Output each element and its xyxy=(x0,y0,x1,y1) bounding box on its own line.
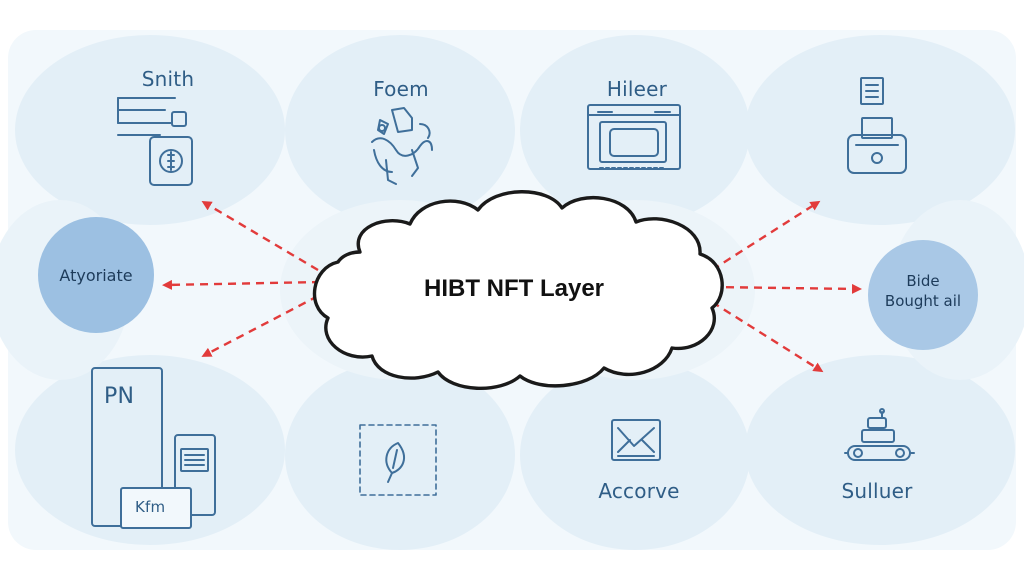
atyoriate-badge xyxy=(38,217,154,333)
printer-icon xyxy=(847,77,907,174)
arrow-to-pn xyxy=(201,294,319,357)
document-wallet-icon xyxy=(117,97,193,186)
bide-text: Bide Bought ail xyxy=(868,271,978,312)
sulluer-label: Sulluer xyxy=(841,479,913,503)
hibt-nft-layer-title: HIBT NFT Layer xyxy=(423,275,605,302)
kfm-label: Kfm xyxy=(135,498,166,516)
bide-badge xyxy=(868,240,978,350)
leaf-frame-icon xyxy=(359,424,437,496)
hand-sketch-icon xyxy=(371,107,433,185)
document-stack-icon xyxy=(91,367,216,529)
arrow-to-atyoriate xyxy=(162,279,321,290)
hileer-label: Hileer xyxy=(606,77,668,101)
smith-label: Snith xyxy=(141,67,195,91)
arrow-to-bide xyxy=(711,283,862,294)
foem-label: Foem xyxy=(373,77,429,101)
pn-label: PN xyxy=(104,384,135,409)
arrow-to-sulluer xyxy=(711,300,824,373)
bide-line1: Bide xyxy=(906,272,940,290)
bide-line2: Bought ail xyxy=(884,292,962,311)
mail-frame-icon xyxy=(611,419,661,461)
accorve-label: Accorve xyxy=(598,479,680,503)
arrow-to-printer xyxy=(711,200,821,272)
conveyor-robot-icon xyxy=(844,408,915,461)
atyoriate-label: Atyoriate xyxy=(59,266,133,285)
monitor-frame-icon xyxy=(587,104,681,170)
cloud-shape xyxy=(312,190,724,390)
arrow-to-smith xyxy=(201,200,319,272)
